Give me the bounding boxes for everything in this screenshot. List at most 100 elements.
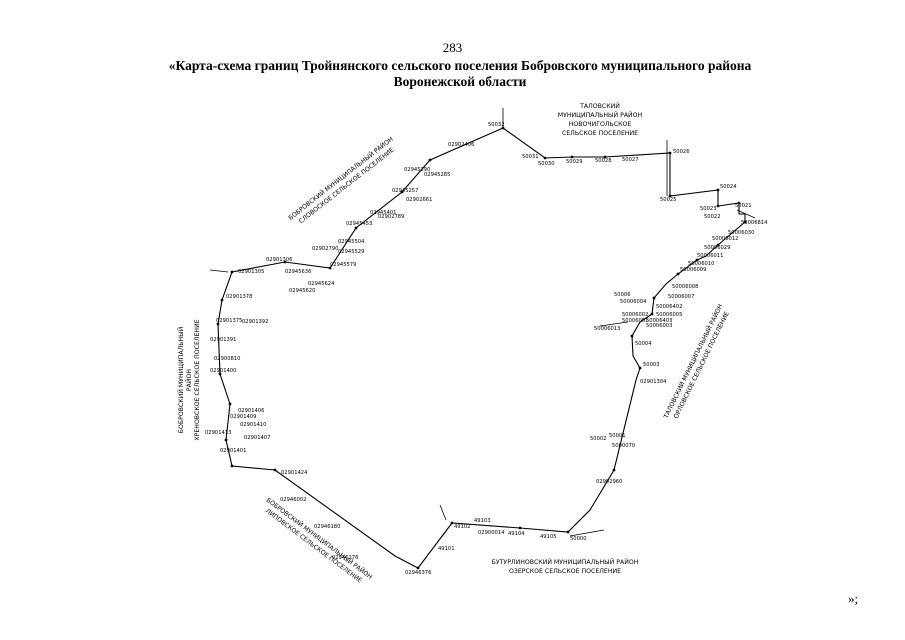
point-label: 50006012 xyxy=(712,236,738,242)
point-label: 50006007 xyxy=(668,294,694,300)
point-label: 02945624 xyxy=(308,281,335,287)
point-label: 50003 xyxy=(643,362,660,368)
point-label: 5000070 xyxy=(612,443,635,449)
point-label: 02902789 xyxy=(378,214,404,220)
point-label: 02945257 xyxy=(392,188,418,194)
point-label: 50000 xyxy=(570,536,587,542)
point-label: 02946002 xyxy=(280,497,306,503)
region-label-west: БОБРОВСКИЙ МУНИЦИПАЛЬНЫЙ РАЙОН ХРЕНОВСКО… xyxy=(176,319,201,440)
point-label: 50006009 xyxy=(680,267,706,273)
point-label: 02901406 xyxy=(238,408,264,414)
page-title: «Карта-схема границ Тройнянского сельско… xyxy=(120,58,800,90)
point-label: 02902960 xyxy=(596,479,622,485)
point-label: 02945504 xyxy=(338,239,365,245)
closing-quote: »; xyxy=(848,591,859,606)
point-label: 50006 xyxy=(614,292,631,298)
point-label: 50006403 xyxy=(646,318,672,324)
point-label: 02901407 xyxy=(244,435,270,441)
point-label: 02901409 xyxy=(230,414,256,420)
point-label: 50006029 xyxy=(704,245,730,251)
point-label: 02901391 xyxy=(210,337,236,343)
neighbour-border-lines xyxy=(209,108,756,537)
point-label: 50032 xyxy=(488,122,505,128)
point-label: 49102 xyxy=(454,524,471,530)
point-label: 50026 xyxy=(673,149,690,155)
point-label: 02901400 xyxy=(210,368,236,374)
point-label: 02946276 xyxy=(332,555,358,561)
point-label: 02902406 xyxy=(448,142,474,148)
point-label: 50022 xyxy=(704,214,721,220)
point-label: 02901392 xyxy=(242,319,268,325)
region-text: БОБРОВСКИЙ МУНИЦИПАЛЬНЫЙ xyxy=(176,326,185,433)
point-label: 50004 xyxy=(635,341,652,347)
point-label: 50006002 xyxy=(622,312,648,318)
point-label: 02945401 xyxy=(370,210,396,216)
region-label-north-east: ТАЛОВСКИЙ МУНИЦИПАЛЬНЫЙ РАЙОН НОВОЧИГОЛЬ… xyxy=(558,101,643,137)
point-label: 02945579 xyxy=(330,262,356,268)
region-label-south-west: БОБРОВСКИЙ МУНИЦИПАЛЬНЫЙ РАЙОН ЛИПОВСКОЕ… xyxy=(264,495,375,585)
region-text: ОРЛОВСКОЕ СЕЛЬСКОЕ ПОСЕЛЕНИЕ xyxy=(673,311,731,420)
point-label: 49101 xyxy=(438,546,455,552)
point-label: 49103 xyxy=(474,518,491,524)
point-label: 49105 xyxy=(540,534,557,540)
region-text: БУТУРЛИНОВСКИЙ МУНИЦИПАЛЬНЫЙ РАЙОН xyxy=(492,557,639,566)
region-text: РАЙОН xyxy=(184,369,193,391)
point-label: 02945453 xyxy=(346,221,372,227)
point-label: 02946376 xyxy=(405,570,431,576)
point-label: 02945529 xyxy=(338,249,364,255)
point-label: 02901413 xyxy=(205,430,231,436)
region-text: МУНИЦИПАЛЬНЫЙ РАЙОН xyxy=(558,110,643,119)
region-text: ЛИПОВСКОЕ СЕЛЬСКОЕ ПОСЕЛЕНИЕ xyxy=(264,508,363,585)
point-label: 50006030 xyxy=(728,230,754,236)
point-label: 50024 xyxy=(720,184,737,190)
point-label: 50006008 xyxy=(672,284,698,290)
region-label-south: БУТУРЛИНОВСКИЙ МУНИЦИПАЛЬНЫЙ РАЙОН ОЗЕРС… xyxy=(492,557,639,575)
point-label: 02900014 xyxy=(478,530,505,536)
point-label: 50001 xyxy=(609,433,626,439)
region-text: БОБРОВСКИЙ МУНИЦИПАЛЬНЫЙ РАЙОН xyxy=(265,495,375,581)
point-label: 50031 xyxy=(522,154,539,160)
region-text: ХРЕНОВСКОЕ СЕЛЬСКОЕ ПОСЕЛЕНИЕ xyxy=(194,319,201,440)
point-label: 49104 xyxy=(508,531,525,537)
point-label: 02901306 xyxy=(266,257,292,263)
region-text: БОБРОВСКИЙ МУНИЦИПАЛЬНЫЙ РАЙОН xyxy=(286,134,395,222)
point-label: 50006402 xyxy=(656,304,682,310)
region-text: НОВОЧИГОЛЬСКОЕ xyxy=(569,121,632,128)
point-label: 02901378 xyxy=(226,294,252,300)
point-label: 02902790 xyxy=(312,246,338,252)
point-label: 50006814 xyxy=(741,220,768,226)
title-line-1: «Карта-схема границ Тройнянского сельско… xyxy=(168,58,752,73)
point-label: 02901410 xyxy=(240,422,266,428)
title-line-2: Воронежской области xyxy=(393,74,527,89)
point-label: 50006010 xyxy=(688,261,714,267)
region-text: СЕЛЬСКОЕ ПОСЕЛЕНИЕ xyxy=(562,130,638,137)
point-label: 02901424 xyxy=(281,470,308,476)
point-label: 50023 xyxy=(700,206,717,212)
point-label: 02901401 xyxy=(220,448,246,454)
point-label: 02945285 xyxy=(424,172,450,178)
point-label: 02900810 xyxy=(214,356,240,362)
point-label: 50029 xyxy=(566,159,583,165)
boundary-vertices xyxy=(216,126,747,570)
page-number: 283 xyxy=(442,40,463,55)
point-label: 50006011 xyxy=(697,253,723,259)
point-label: 50006001 xyxy=(622,318,648,324)
point-label: 50021 xyxy=(735,203,752,209)
point-label: 50006013 xyxy=(594,326,620,332)
point-label: 50006003 xyxy=(646,323,672,329)
point-label: 02901304 xyxy=(640,379,667,385)
point-label: 50002 xyxy=(590,436,607,442)
point-label: 02945290 xyxy=(404,167,430,173)
point-label: 02945636 xyxy=(285,269,311,275)
point-label: 02901375 xyxy=(216,318,242,324)
point-label: 02945620 xyxy=(289,288,315,294)
point-label: 02946180 xyxy=(314,524,340,530)
point-label: 50006004 xyxy=(620,299,647,305)
point-label: 50006005 xyxy=(656,312,682,318)
point-label: 50025 xyxy=(660,197,677,203)
point-label: 02901305 xyxy=(238,269,264,275)
point-label: 50030 xyxy=(538,161,555,167)
point-label: 50028 xyxy=(595,158,612,164)
point-label: 50027 xyxy=(622,157,639,163)
